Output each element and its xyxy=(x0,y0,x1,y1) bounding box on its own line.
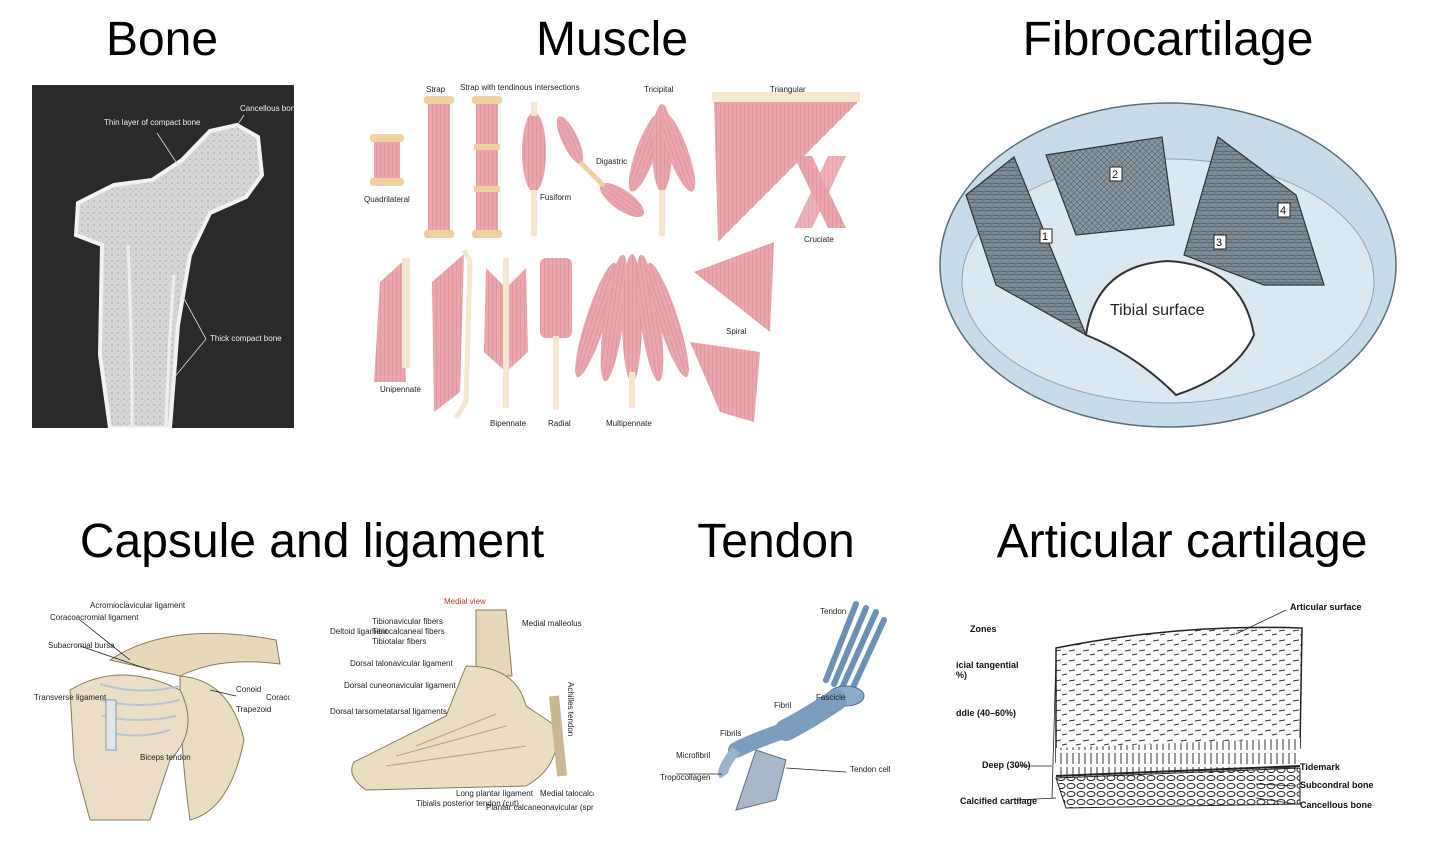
muscle-unipennate-2 xyxy=(432,248,473,420)
muscle-fusiform xyxy=(522,102,546,236)
ankle-view-title: Medial view xyxy=(444,597,486,606)
figure-label: Deep (30%) xyxy=(982,760,1031,770)
figure-label: Transverse ligament xyxy=(34,693,107,702)
cartilage-superficial-middle xyxy=(1055,626,1303,763)
figure-label: Strap xyxy=(426,85,446,94)
muscle-bipennate xyxy=(484,258,528,408)
figure-label: Tibionavicular fibers xyxy=(372,617,443,626)
figure-label: Multipennate xyxy=(606,419,652,428)
tibial-surface-label: Tibial surface xyxy=(1110,302,1205,319)
bone-label-cancellous: Cancellous bone xyxy=(240,104,294,113)
muscle-strap-intersections xyxy=(472,96,502,238)
title-fibrocartilage: Fibrocartilage xyxy=(1022,13,1314,66)
figure-label: Zones xyxy=(970,624,997,634)
muscle-digastric xyxy=(556,116,645,218)
cartilage-calcified-bone xyxy=(1055,767,1301,809)
title-muscle: Muscle xyxy=(535,13,689,66)
figure-label: ddle (40–60%) xyxy=(956,708,1016,718)
figure-label: Spiral xyxy=(726,327,747,336)
figure-label: Fascicle xyxy=(816,693,846,702)
muscle-cruciate xyxy=(794,156,846,228)
figure-label: %) xyxy=(956,670,967,680)
title-capsule-ligament: Capsule and ligament xyxy=(79,515,545,568)
meniscus-wedge-1 xyxy=(965,156,1088,337)
figure-label: Achilles tendon xyxy=(566,682,575,736)
figure-label: Tropocollagen xyxy=(660,773,710,782)
figure-label: Tendon xyxy=(820,607,846,616)
figure-label: Fusiform xyxy=(540,193,571,202)
figure-label: Strap with tendinous intersections xyxy=(460,83,580,92)
muscle-multipennate xyxy=(575,254,689,408)
figure-label: Plantar calcaneonavicular (spring) ligam… xyxy=(486,803,594,812)
figure-label: Bipennate xyxy=(490,419,527,428)
figure-label: Triangular xyxy=(770,85,806,94)
figure-label: Acromioclavicular ligament xyxy=(90,601,186,610)
figure-label: Subacromial bursa xyxy=(48,641,115,650)
figure-label: Tibialis posterior tendon (cut) xyxy=(416,799,519,808)
figure-label: Tendon cell xyxy=(850,765,891,774)
muscle-strap xyxy=(424,96,454,238)
meniscus-illustration: 1 2 3 4 Tibial surface xyxy=(939,102,1397,428)
figure-label: Radial xyxy=(548,419,571,428)
figure-label: Medial talocalcaneal ligament xyxy=(540,789,594,798)
muscle-shapes-illustration: Strap Strap with tendinous intersections… xyxy=(364,83,860,428)
figure-label: Quadrilateral xyxy=(364,195,410,204)
muscle-unipennate xyxy=(374,258,410,382)
articular-cartilage-illustration: Zones icial tangential %) ddle (40–60%) … xyxy=(956,602,1374,810)
figure-label: Unipennate xyxy=(380,385,421,394)
figure-label: Tibiocalcaneal fibers xyxy=(372,627,445,636)
figure-label: Cancellous bone xyxy=(1300,800,1372,810)
bone-illustration: Thin layer of compact bone Cancellous bo… xyxy=(32,85,294,428)
figure-label: Tibiotalar fibers xyxy=(372,637,426,646)
ankle-ligament-illustration: Medial view Tibionavicular fibers Tibioc… xyxy=(330,597,594,812)
figure-label: Tricipital xyxy=(644,85,674,94)
zone-number-2: 2 xyxy=(1112,169,1118,181)
figure-label: Biceps tendon xyxy=(140,753,191,762)
figure-label: Cruciate xyxy=(804,235,834,244)
muscle-triangular xyxy=(712,92,860,242)
figure-label: Deltoid ligament xyxy=(330,627,388,636)
figure-label: icial tangential xyxy=(956,660,1019,670)
figure-label: Coracoclavicular ligament xyxy=(266,693,290,702)
figure-label: Fibrils xyxy=(720,729,741,738)
figure-label: Trapezoid xyxy=(236,705,271,714)
figure-label: Long plantar ligament xyxy=(456,789,534,798)
bone-label-thick-compact: Thick compact bone xyxy=(210,334,282,343)
figure-label: Conoid xyxy=(236,685,261,694)
bone-label-thin-compact: Thin layer of compact bone xyxy=(104,118,201,127)
muscle-quadrilateral xyxy=(370,134,404,186)
zone-number-4: 4 xyxy=(1280,205,1286,217)
figure-label: Coracoacromial ligament xyxy=(50,613,139,622)
muscle-spiral xyxy=(690,242,774,422)
shoulder-ligament-illustration: Acromioclavicular ligament Coracoacromia… xyxy=(34,601,290,821)
figure-label: Digastric xyxy=(596,157,627,166)
title-articular-cartilage: Articular cartilage xyxy=(996,515,1368,568)
figure-label: Calcified cartilage xyxy=(960,796,1037,806)
figure-label: Fibril xyxy=(774,701,792,710)
figure-label: Dorsal tarsometatarsal ligaments xyxy=(330,707,447,716)
figure-label: Dorsal talonavicular ligament xyxy=(350,659,453,668)
muscle-radial-bundle xyxy=(540,258,572,410)
figure-label: Microfibril xyxy=(676,751,710,760)
tendon-hierarchy-illustration: Tendon Fascicle Fibril Fibrils Microfibr… xyxy=(660,601,891,811)
figure-label: Dorsal cuneonavicular ligament xyxy=(344,681,456,690)
muscle-tricipital xyxy=(628,104,696,236)
figure-label: Subcondral bone xyxy=(1300,780,1374,790)
tibial-surface xyxy=(1084,259,1256,397)
figure-label: Articular surface xyxy=(1290,602,1362,612)
femur-shape xyxy=(73,122,265,428)
figure-label: Medial malleolus xyxy=(522,619,582,628)
zone-number-3: 3 xyxy=(1216,237,1222,249)
title-bone: Bone xyxy=(105,13,219,66)
meniscus-wedge-2 xyxy=(1045,136,1175,236)
figure-label: Tidemark xyxy=(1300,762,1341,772)
title-tendon: Tendon xyxy=(697,515,855,568)
zone-number-1: 1 xyxy=(1042,231,1048,243)
